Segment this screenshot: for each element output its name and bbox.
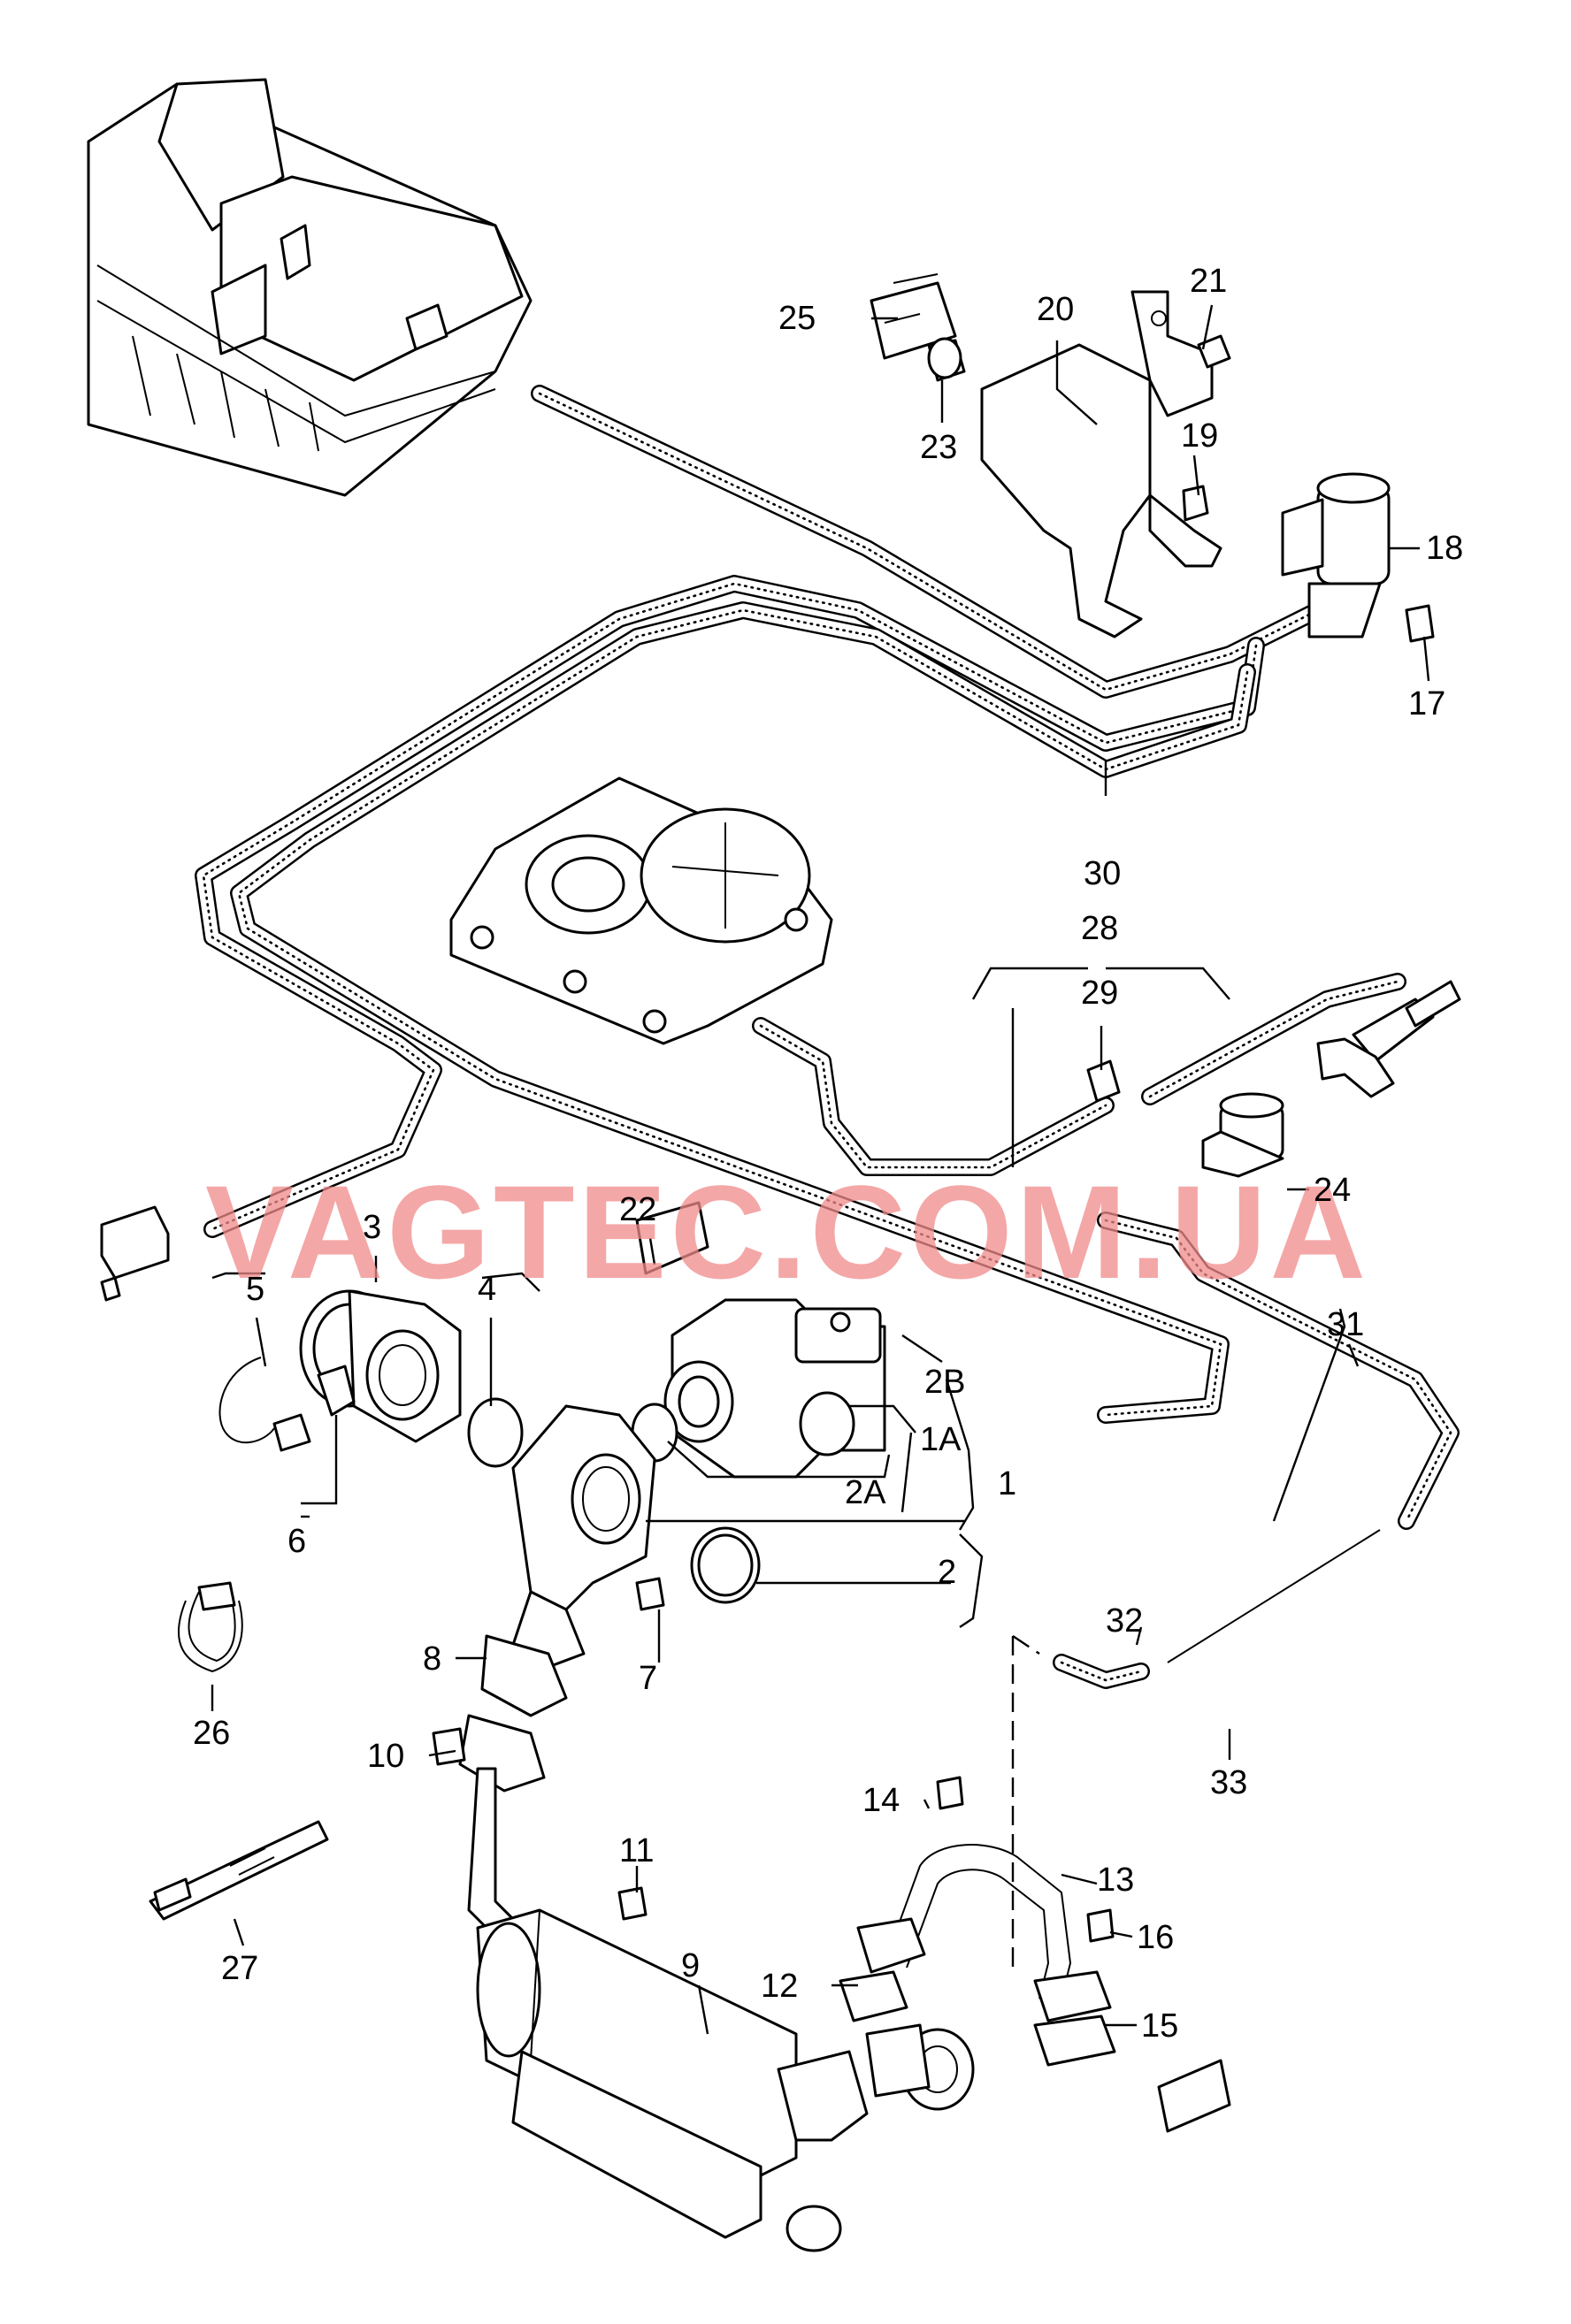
callout-33: 33 [1210,1764,1247,1801]
hose-segment-3 [752,1017,1115,1176]
callout-16: 16 [1137,1919,1174,1956]
callout-5: 5 [246,1271,264,1308]
hose-segment-1 [202,582,1258,1231]
callout-1a: 1A [920,1421,962,1458]
pressure-converter-valve [1281,472,1391,638]
callout-14: 14 [862,1782,900,1819]
callout-2b: 2B [924,1364,965,1401]
bolt-25 [870,273,957,360]
hose-segment-5 [1104,1219,1452,1523]
callout-21: 21 [1190,263,1227,300]
vacuum-line [1167,1529,1381,1663]
egr-flange-pipe [458,1404,656,1956]
callout-17: 17 [1408,685,1445,722]
throttle-body [299,1289,462,1443]
hoses [195,385,1460,1689]
callout-7: 7 [639,1660,657,1697]
callout-19: 19 [1181,417,1218,455]
hose-clamps [149,1581,329,1921]
hose-segment-4 [1148,980,1399,1098]
egr-pipe [839,1844,1116,2067]
callout-26: 26 [193,1715,230,1752]
callout-24: 24 [1314,1172,1351,1209]
callout-10: 10 [367,1738,404,1775]
hose-segment-2 [237,608,1249,1417]
callout-25: 25 [778,300,816,337]
callout-18: 18 [1426,530,1463,567]
callout-27: 27 [221,1950,258,1987]
hose-segment-6 [1054,1655,1148,1687]
egr-cooler [476,1908,975,2252]
watermark-text: VAGTEC.COM.UA [205,1158,1369,1306]
callout-20: 20 [1037,291,1074,328]
callout-4: 4 [478,1271,496,1308]
callout-1: 1 [998,1465,1016,1502]
callout-32: 32 [1106,1602,1143,1640]
egr-valve [663,1298,886,1479]
engine-cover [449,776,833,1045]
callout-3: 3 [363,1209,381,1246]
callout-2: 2 [938,1554,956,1591]
callout-9: 9 [681,1947,700,1984]
callout-15: 15 [1141,2007,1178,2045]
callout-22: 22 [619,1191,656,1228]
callout-28: 28 [1081,910,1118,947]
callout-12: 12 [761,1968,798,2005]
callout-11: 11 [619,1832,654,1869]
callout-13: 13 [1097,1861,1134,1899]
callout-29: 29 [1081,975,1118,1012]
callout-labels: 1 1A 2 2A 2B 3 4 5 6 7 8 9 10 11 12 13 1… [193,263,1463,2045]
callout-31: 31 [1327,1306,1364,1343]
air-filter-housing [87,78,533,497]
callout-2a: 2A [845,1474,886,1511]
hose-segment-6 [1060,1661,1143,1682]
callout-8: 8 [423,1640,441,1678]
leader-lines [211,304,1430,2035]
pressure-sensor [1201,1092,1284,1178]
connectors [100,980,1461,1302]
bracket [980,290,1222,638]
callout-23: 23 [920,429,957,466]
hose-segment-3 [759,1024,1107,1169]
callout-30: 30 [1084,855,1121,892]
callout-6: 6 [287,1523,306,1560]
fasteners [272,273,1435,2133]
